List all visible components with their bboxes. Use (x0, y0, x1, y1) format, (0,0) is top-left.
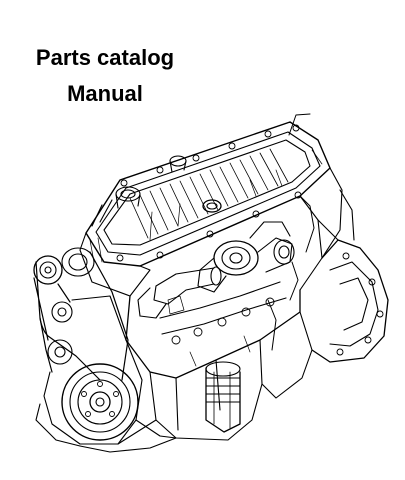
detail-lines (89, 149, 323, 367)
engine-block (125, 281, 301, 441)
flywheel-housing (261, 189, 389, 399)
title-line-1: Parts catalog (35, 45, 175, 70)
leader-line (288, 113, 311, 136)
title-line-2: Manual (67, 81, 143, 106)
oil-pan (79, 419, 177, 453)
valve-cover (85, 121, 331, 267)
intake-pipe (137, 266, 222, 319)
oil-filter (205, 361, 241, 433)
hoses (267, 195, 315, 351)
front-pulleys (33, 247, 143, 447)
turbocharger (197, 221, 295, 293)
